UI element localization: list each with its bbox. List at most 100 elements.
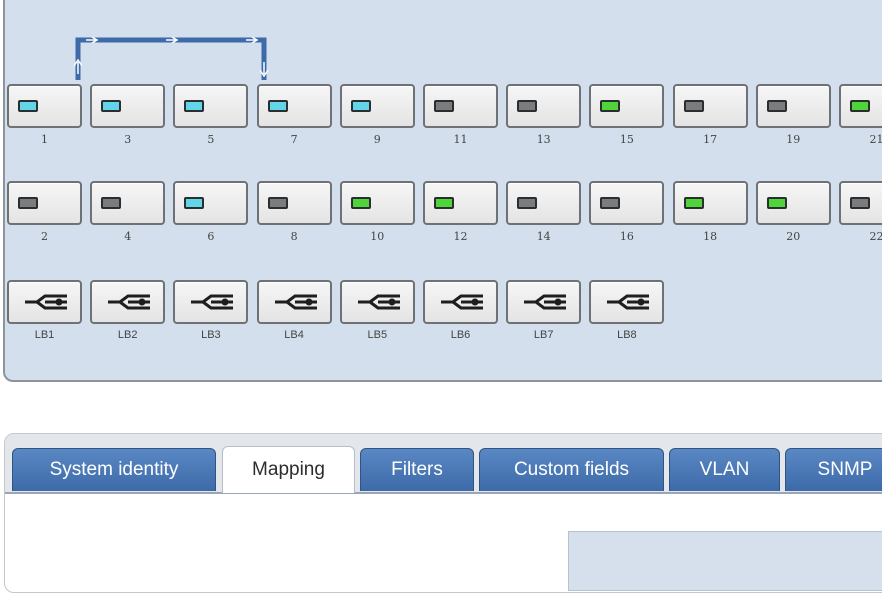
mapping-content-box [568,531,882,591]
port-label: 16 [619,230,634,243]
port[interactable] [339,84,415,128]
port[interactable] [423,181,498,225]
port-label: 13 [536,133,551,146]
loopback-icon [524,294,567,310]
loopback-icon [607,294,650,310]
port[interactable] [672,84,748,128]
port-label: 9 [373,133,381,146]
loopback-port[interactable] [173,280,249,324]
port-label: 10 [370,230,385,243]
loopback-icon [441,294,483,310]
port[interactable] [423,84,498,128]
port[interactable] [173,181,249,225]
port[interactable] [90,84,166,128]
port-status-led [18,100,38,112]
port-status-led [850,100,870,112]
port-status-led [683,197,704,209]
loopback-port[interactable] [589,280,665,324]
tab-mapping[interactable]: Mapping [222,446,355,493]
port[interactable] [173,84,249,128]
port-label: 19 [786,133,801,146]
port[interactable] [7,181,82,225]
tab-filters[interactable]: Filters [360,448,474,491]
loopback-port[interactable] [423,280,498,324]
port-status-led [850,197,870,209]
port-status-led [517,100,538,112]
port-status-led [267,100,288,112]
port[interactable] [755,84,831,128]
port-status-led [434,100,454,112]
connection-arrow-icon [73,58,83,74]
tab-vlan[interactable]: VLAN [669,448,780,491]
loopback-port[interactable] [506,280,582,324]
port-status-led [600,197,621,209]
port-status-led [350,100,371,112]
port-label: LB2 [117,329,138,341]
port-label: 1 [41,133,48,146]
port[interactable] [256,84,332,128]
loopback-port[interactable] [90,280,166,324]
port[interactable] [839,181,882,225]
loopback-port[interactable] [339,280,415,324]
port[interactable] [90,181,166,225]
port-label: 20 [786,230,801,243]
tab-strip: System identity Mapping Filters Custom f… [5,434,882,494]
tab-custom-fields[interactable]: Custom fields [479,448,664,491]
tab-system-identity[interactable]: System identity [12,448,216,491]
port[interactable] [589,181,665,225]
port-status-led [766,100,787,112]
port-status-led [434,197,454,209]
port-label: LB3 [201,329,221,341]
loopback-icon [357,294,400,310]
port-label: 2 [41,230,48,243]
loopback-icon [25,294,67,310]
port[interactable] [755,181,831,225]
port[interactable] [589,84,665,128]
port-label: LB6 [450,329,471,341]
port-label: LB4 [284,329,304,341]
port-status-led [683,100,704,112]
port[interactable] [672,181,748,225]
port-status-led [766,197,787,209]
port-label: LB7 [533,329,554,341]
port-status-led [101,100,122,112]
port-label: LB8 [617,329,637,341]
port-label: 3 [124,133,132,146]
port-label: 22 [869,230,882,243]
port-status-led [184,197,205,209]
port-status-led [101,197,122,209]
port[interactable] [256,181,332,225]
port-status-led [350,197,371,209]
port-connection-map[interactable] [0,0,882,100]
port-label: LB1 [34,329,55,341]
port-label: 5 [207,133,215,146]
port-label: 17 [703,133,718,146]
port-label: 21 [869,133,882,146]
connection-arrow-icon [259,62,269,78]
port-label: 8 [290,230,298,243]
port-status-led [267,197,288,209]
port-label: 15 [619,133,634,146]
loopback-icon [191,294,234,310]
port[interactable] [506,84,582,128]
loopback-icon [274,294,317,310]
port-status-led [18,197,38,209]
connection-arrow-icon [246,36,259,44]
port[interactable] [839,84,882,128]
port-label: 4 [124,230,132,243]
port-status-led [184,100,205,112]
loopback-port[interactable] [256,280,332,324]
connection-arrow-icon [86,36,99,44]
port[interactable] [7,84,82,128]
loopback-port[interactable] [7,280,82,324]
port[interactable] [339,181,415,225]
loopback-icon [108,294,151,310]
port-label: 14 [536,230,551,243]
port-label: 18 [703,230,718,243]
connection-arrow-icon [166,36,179,44]
connection-line [75,37,267,80]
port[interactable] [506,181,582,225]
port-label: 7 [290,133,298,146]
port-status-led [517,197,538,209]
tab-snmp[interactable]: SNMP [785,448,882,491]
